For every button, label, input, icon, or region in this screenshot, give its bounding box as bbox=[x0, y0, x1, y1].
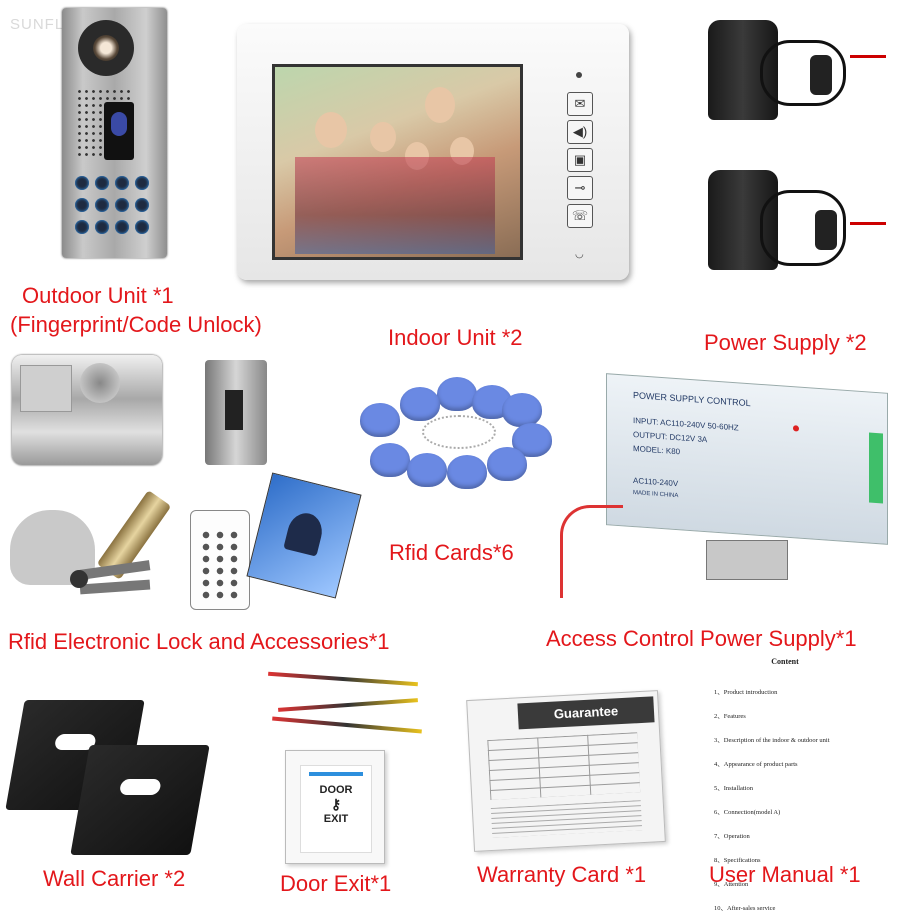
label-outdoor-unit: Outdoor Unit *1 bbox=[22, 283, 174, 308]
door-exit-line2: EXIT bbox=[323, 813, 349, 825]
strike-plate bbox=[205, 360, 267, 465]
access-power-box-photo: POWER SUPPLY CONTROL INPUT: AC110-240V 5… bbox=[606, 373, 888, 545]
mic-icon: ◡ bbox=[575, 249, 584, 260]
contact-icon: ▣ bbox=[567, 148, 593, 172]
power-box-made: MADE IN CHINA bbox=[633, 490, 679, 500]
power-box-ac: AC110-240V bbox=[633, 476, 679, 489]
label-wall-carrier: Wall Carrier *2 bbox=[43, 866, 186, 891]
remote-control bbox=[190, 510, 250, 610]
power-led bbox=[793, 425, 799, 432]
volume-icon: ◀) bbox=[567, 120, 593, 144]
keypad bbox=[75, 176, 155, 244]
manual-item: 1、Product introduction bbox=[714, 689, 778, 696]
key-icon: ⚷ bbox=[330, 796, 342, 812]
keys-and-cylinder bbox=[70, 490, 180, 610]
manual-item: 6、Connection(model A) bbox=[714, 809, 781, 816]
power-box-input: INPUT: AC110-240V 50-60HZ bbox=[633, 416, 739, 433]
label-rfid-cards: Rfid Cards*6 bbox=[389, 540, 514, 565]
outdoor-unit-photo bbox=[62, 8, 167, 258]
electronic-lock-photo bbox=[12, 355, 162, 465]
door-exit-button-photo: DOOR ⚷ EXIT bbox=[285, 750, 385, 864]
manual-heading: Content bbox=[771, 657, 799, 666]
wall-carrier-2 bbox=[70, 745, 210, 855]
manual-item: 7、Operation bbox=[714, 833, 750, 840]
power-box-output: OUTPUT: DC12V 3A bbox=[633, 430, 708, 445]
label-outdoor-unlock: (Fingerprint/Code Unlock) bbox=[10, 312, 262, 337]
label-power-supply: Power Supply *2 bbox=[704, 330, 867, 355]
rfid-fobs-photo bbox=[352, 375, 552, 490]
label-indoor-unit: Indoor Unit *2 bbox=[388, 325, 523, 350]
camera-lens-icon bbox=[93, 35, 119, 61]
message-icon: ✉ bbox=[567, 92, 593, 116]
manual-item: 5、Installation bbox=[714, 785, 753, 792]
red-wire bbox=[560, 505, 623, 598]
power-led bbox=[576, 72, 582, 78]
connection-cables bbox=[258, 665, 428, 745]
manual-item: 3、Description of the indoor & outdoor un… bbox=[714, 737, 830, 744]
indoor-screen bbox=[272, 64, 523, 260]
label-access-power: Access Control Power Supply*1 bbox=[546, 626, 857, 651]
power-box-model: MODEL: K80 bbox=[633, 444, 681, 457]
manual-item: 9、Attention bbox=[714, 881, 749, 888]
manual-item: 10、After-sales service bbox=[714, 905, 776, 912]
mounting-bracket bbox=[706, 540, 788, 580]
label-warranty: Warranty Card *1 bbox=[477, 862, 647, 887]
user-manual-photo: Content 1、Product introduction 2、Feature… bbox=[700, 655, 870, 912]
indoor-unit-photo: ✉ ◀) ▣ ⊸ ☏ ◡ bbox=[237, 24, 629, 280]
manual-item: 2、Features bbox=[714, 713, 746, 720]
power-supply-photo bbox=[700, 0, 900, 310]
terminal-block bbox=[869, 432, 883, 504]
label-door-exit: Door Exit*1 bbox=[280, 871, 392, 896]
power-box-title: POWER SUPPLY CONTROL bbox=[633, 390, 751, 409]
manual-item: 4、Appearance of product parts bbox=[714, 761, 798, 768]
door-exit-line1: DOOR bbox=[319, 784, 353, 796]
manual-item: 8、Specifications bbox=[714, 857, 761, 864]
unlock-key-icon: ⊸ bbox=[567, 176, 593, 200]
phone-icon: ☏ bbox=[567, 204, 593, 228]
label-user-manual: User Manual *1 bbox=[709, 862, 861, 887]
warranty-heading: Guarantee bbox=[517, 696, 655, 730]
warranty-card-photo: Guarantee bbox=[466, 690, 666, 852]
rfid-card bbox=[246, 472, 362, 599]
label-lock-accessories: Rfid Electronic Lock and Accessories*1 bbox=[8, 629, 390, 654]
fingerprint-reader bbox=[104, 102, 134, 160]
